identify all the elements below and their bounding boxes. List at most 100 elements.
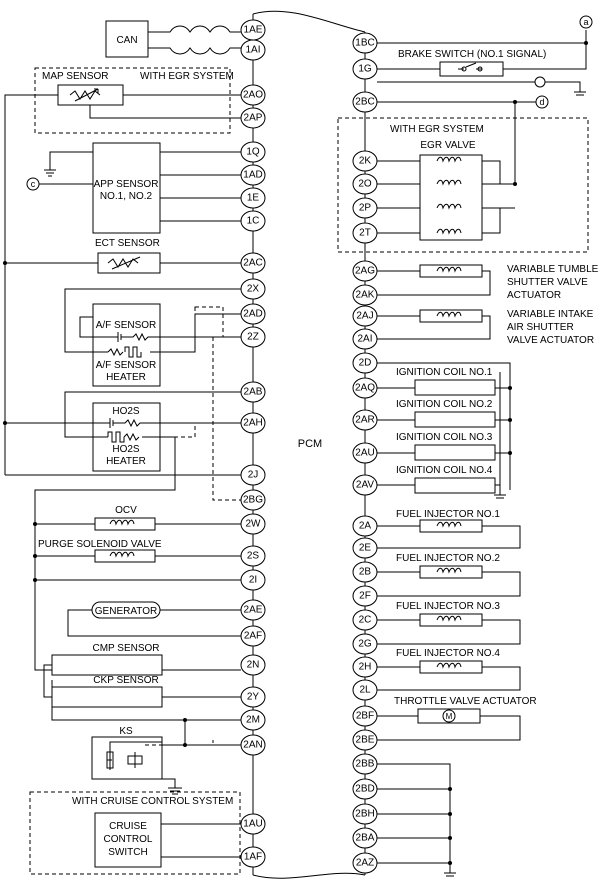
pin-right-2bc [352, 91, 378, 113]
pin-right-1bc [352, 32, 378, 54]
pin-label-2ap: 2AP [244, 113, 263, 124]
pin-right-2bf [352, 705, 378, 727]
af-sensor-group: A/F SENSOR A/F SENSOR HEATER [64, 288, 241, 501]
pin-label-2o: 2O [358, 179, 372, 190]
brake-switch: a BRAKE SWITCH (NO.1 SIGNAL) d [377, 15, 593, 109]
pin-left-2ad [240, 303, 266, 325]
pin-left-2w [240, 513, 266, 535]
pin-label-2w: 2W [246, 519, 262, 530]
pin-label-2ak: 2AK [356, 290, 375, 301]
pin-label-2ad: 2AD [243, 309, 262, 320]
cruise-switch-label-2: CONTROL [104, 834, 153, 845]
af-heater-label-1: A/F SENSOR [96, 360, 157, 371]
pin-label-2ao: 2AO [243, 90, 263, 101]
knock-sensor: KS [91, 720, 241, 795]
ho2s-label: HO2S [112, 406, 140, 417]
pin-right-2bb [352, 753, 378, 775]
ign-label-3: IGNITION COIL NO.3 [396, 432, 493, 443]
pin-right-2aq [352, 377, 378, 399]
marker-a-label: a [583, 17, 588, 27]
pin-left-2af [240, 625, 266, 647]
cruise-switch-label-3: SWITCH [108, 847, 147, 858]
map-sensor-label: MAP SENSOR [42, 71, 109, 82]
pin-left-1au [240, 813, 266, 835]
cmp-label: CMP SENSOR [92, 643, 159, 654]
pin-left-1e [240, 187, 266, 209]
pin-left-2n [240, 654, 266, 676]
pin-left-2m [240, 709, 266, 731]
pin-right-2aj [352, 305, 378, 327]
pin-left-2j [240, 464, 266, 486]
pin-right-2ba [352, 827, 378, 849]
pin-label-2p: 2P [359, 203, 372, 214]
pin-label-1ai: 1AI [245, 45, 260, 56]
pin-left-2ab [240, 381, 266, 403]
pin-right-2a [352, 515, 378, 537]
inj-label-1: FUEL INJECTOR NO.1 [396, 509, 500, 520]
pin-label-2bf: 2BF [356, 711, 374, 722]
pin-label-2z: 2Z [247, 332, 259, 343]
pin-label-2be: 2BE [356, 735, 375, 746]
ocv: OCV [33, 505, 241, 531]
ho2s-heater-label-2: HEATER [106, 456, 146, 467]
pin-right-2h [352, 656, 378, 678]
pin-label-2c: 2C [359, 615, 372, 626]
pin-label-2l: 2L [359, 685, 371, 696]
pin-left-1af [240, 846, 266, 868]
cruise-switch-label-1: CRUISE [109, 821, 147, 832]
pin-right-2ai [352, 328, 378, 350]
pcm-label: PCM [298, 438, 322, 450]
inj-label-4: FUEL INJECTOR NO.4 [396, 648, 500, 659]
marker-c [26, 177, 40, 191]
purge-solenoid: PURGE SOLENOID VALVE [33, 539, 241, 582]
vts-label-3: ACTUATOR [507, 290, 561, 301]
pin-label-1af: 1AF [244, 852, 262, 863]
pin-left-1ad [240, 164, 266, 186]
pin-right-2av [352, 474, 378, 496]
pin-label-2f: 2F [359, 591, 371, 602]
pin-label-2ag: 2AG [355, 266, 375, 277]
pin-label-1ad: 1AD [243, 170, 262, 181]
ho2s-group: HO2S HO2S HEATER [3, 391, 241, 671]
pin-label-2ba: 2BA [356, 833, 375, 844]
generator-label: GENERATOR [95, 606, 157, 617]
pin-label-1e: 1E [247, 193, 260, 204]
pin-right-2c [352, 609, 378, 631]
inj-label-3: FUEL INJECTOR NO.3 [396, 601, 500, 612]
pin-left-2ah [240, 412, 266, 434]
ks-label: KS [119, 726, 133, 737]
af-heater-label-2: HEATER [106, 372, 146, 383]
pin-label-2an: 2AN [243, 740, 262, 751]
pin-right-2p [352, 197, 378, 219]
pin-label-2aq: 2AQ [355, 383, 375, 394]
pin-left-2x [240, 278, 266, 300]
pin-label-1g: 1G [358, 64, 372, 75]
marker-a [579, 15, 593, 29]
pin-label-2y: 2Y [247, 692, 260, 703]
pin-label-1c: 1C [247, 216, 260, 227]
egr-group-label: WITH EGR SYSTEM [390, 124, 484, 135]
vias-label-2: AIR SHUTTER [507, 322, 574, 333]
pin-left-2an [240, 734, 266, 756]
cruise-group-label: WITH CRUISE CONTROL SYSTEM [72, 796, 233, 807]
pin-label-2x: 2X [247, 284, 260, 295]
inj-label-2: FUEL INJECTOR NO.2 [396, 553, 500, 564]
ect-sensor-label: ECT SENSOR [95, 238, 160, 249]
pin-left-2i [240, 569, 266, 591]
af-sensor-label: A/F SENSOR [96, 320, 157, 331]
pin-label-2bg: 2BG [243, 495, 263, 506]
pin-right-2d [352, 352, 378, 374]
pin-label-2g: 2G [358, 639, 372, 650]
pin-label-2ah: 2AH [243, 418, 262, 429]
ect-sensor: ECT SENSOR [3, 238, 241, 274]
pin-right-2be [352, 729, 378, 751]
ocv-label: OCV [115, 505, 137, 516]
throttle-actuator: THROTTLE VALVE ACTUATOR M [377, 696, 537, 741]
pin-label-2ae: 2AE [244, 605, 263, 616]
pin-label-2d: 2D [359, 358, 372, 369]
vias-label-3: VALVE ACTUATOR [507, 335, 594, 346]
pin-label-2h: 2H [359, 662, 372, 673]
generator: GENERATOR [67, 601, 241, 637]
pin-label-2i: 2I [249, 575, 257, 586]
pin-label-2bc: 2BC [355, 97, 374, 108]
